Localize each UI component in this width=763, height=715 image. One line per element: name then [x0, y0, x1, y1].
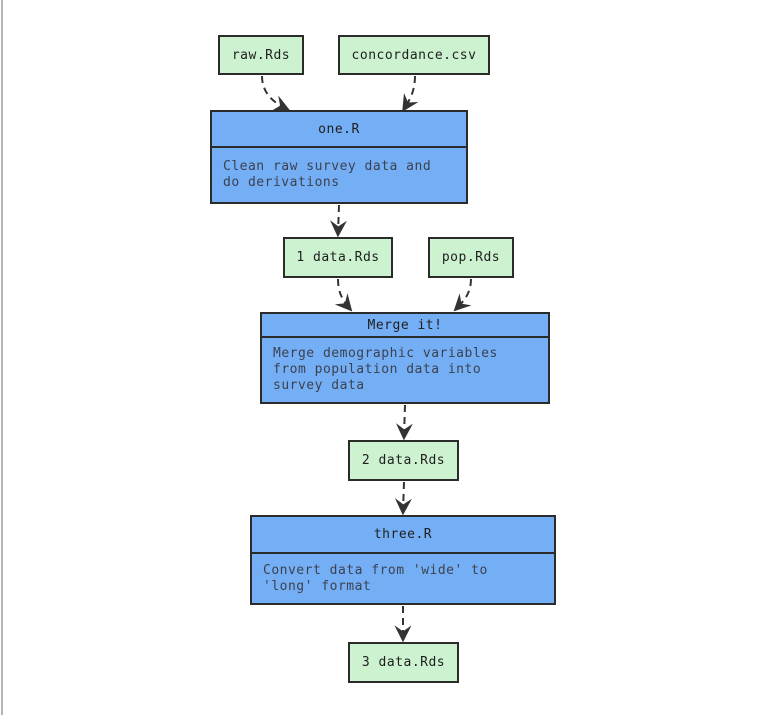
node-concordance-csv: concordance.csv: [338, 35, 490, 75]
node-merge-it: Merge it! Merge demographic variables fr…: [260, 312, 550, 404]
node-label: pop.Rds: [441, 250, 501, 265]
node-three-r: three.R Convert data from 'wide' to 'lon…: [250, 515, 556, 605]
node-description: Clean raw survey data and do derivations: [223, 159, 432, 190]
node-title: one.R: [212, 112, 466, 148]
edge-concordance-to-one: [402, 75, 419, 112]
node-description: Merge demographic variables from populat…: [273, 346, 498, 394]
edge-data1-to-merge: [334, 278, 353, 312]
edge-one-to-data1: [329, 204, 347, 238]
edge-data2-to-three: [394, 481, 412, 516]
window-left-border: [1, 0, 3, 715]
node-label: 3 data.Rds: [361, 655, 446, 670]
node-raw-rds: raw.Rds: [218, 35, 304, 75]
edge-raw-to-one: [261, 75, 291, 111]
node-1-data-rds: 1 data.Rds: [283, 237, 393, 278]
node-3-data-rds: 3 data.Rds: [348, 642, 459, 683]
edge-pop-to-merge: [453, 278, 472, 312]
edge-merge-to-data2: [395, 404, 413, 441]
node-title: Merge it!: [262, 314, 548, 339]
node-2-data-rds: 2 data.Rds: [348, 440, 459, 481]
node-title: three.R: [252, 517, 554, 554]
node-label: concordance.csv: [351, 47, 477, 63]
node-label: raw.Rds: [231, 47, 291, 63]
node-label: 2 data.Rds: [361, 453, 446, 468]
node-label: 1 data.Rds: [296, 250, 380, 265]
node-description: Convert data from 'wide' to 'long' forma…: [263, 562, 488, 594]
node-pop-rds: pop.Rds: [428, 237, 514, 278]
node-one-r: one.R Clean raw survey data and do deriv…: [210, 110, 468, 204]
